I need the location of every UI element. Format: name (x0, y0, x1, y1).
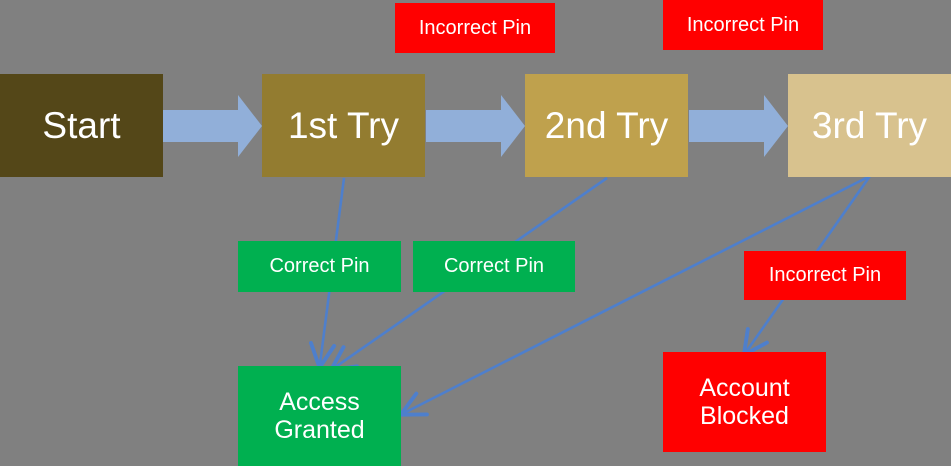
node-3rd-try-label: 3rd Try (811, 104, 928, 146)
edge-label-correct-pin-1-text: Correct Pin (269, 255, 370, 277)
edge-label-incorrect-pin-3[interactable]: Incorrect Pin (744, 251, 906, 300)
node-start[interactable]: Start (0, 74, 163, 177)
node-account-blocked[interactable]: Account Blocked (663, 352, 826, 452)
block-arrow-1st-try-to-2nd-try (426, 95, 525, 157)
edge-label-incorrect-pin-2-text: Incorrect Pin (686, 13, 800, 36)
edge-label-correct-pin-2-text: Correct Pin (443, 255, 545, 277)
node-2nd-try-label: 2nd Try (544, 104, 669, 146)
node-1st-try-label: 1st Try (287, 104, 400, 146)
node-account-blocked-label: Account Blocked (699, 374, 790, 430)
node-start-label: Start (42, 104, 121, 146)
edge-label-incorrect-pin-3-text: Incorrect Pin (768, 264, 882, 286)
node-access-granted[interactable]: Access Granted (238, 366, 401, 466)
edge-label-incorrect-pin-2[interactable]: Incorrect Pin (663, 0, 823, 50)
block-arrow-2nd-try-to-3rd-try (689, 95, 788, 157)
node-access-granted-label: Access Granted (274, 388, 365, 444)
edge-label-correct-pin-2[interactable]: Correct Pin (413, 241, 575, 292)
edge-label-incorrect-pin-1-text: Incorrect Pin (418, 16, 532, 39)
block-arrow-start-to-1st-try (163, 95, 262, 157)
edge-label-incorrect-pin-1[interactable]: Incorrect Pin (395, 3, 555, 53)
node-2nd-try[interactable]: 2nd Try (525, 74, 688, 177)
edge-label-correct-pin-1[interactable]: Correct Pin (238, 241, 401, 292)
node-3rd-try[interactable]: 3rd Try (788, 74, 951, 177)
node-1st-try[interactable]: 1st Try (262, 74, 425, 177)
